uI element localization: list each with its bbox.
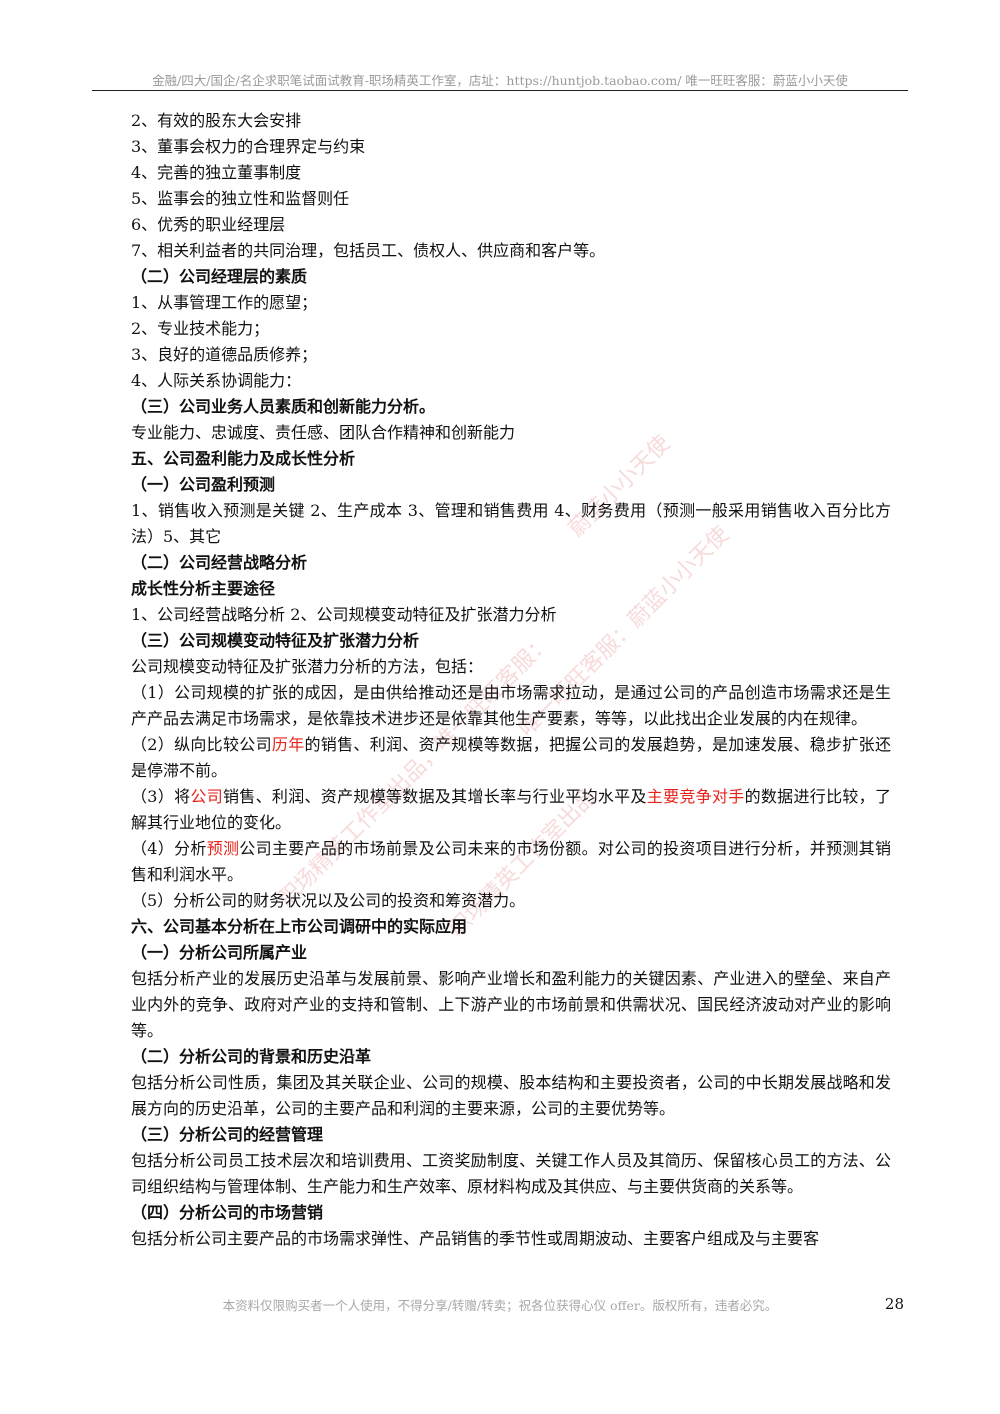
section-heading: （四）分析公司的市场营销 bbox=[131, 1203, 324, 1222]
list-item: 2、有效的股东大会安排 bbox=[131, 111, 302, 130]
text-span: 的数据进行比较，了解其行业地位的变化。 bbox=[131, 787, 891, 832]
paragraph: （1）公司规模的扩张的成因，是由供给推动还是由市场需求拉动，是通过公司的产品创造… bbox=[131, 683, 891, 728]
paragraph: 包括分析公司员工技术层次和培训费用、工资奖励制度、关键工作人员及其简历、保留核心… bbox=[131, 1151, 891, 1196]
paragraph: 包括分析公司性质，集团及其关联企业、公司的规模、股本结构和主要投资者，公司的中长… bbox=[131, 1073, 891, 1118]
text-span: （4）分析 bbox=[131, 839, 207, 858]
list-item: 6、优秀的职业经理层 bbox=[131, 215, 286, 234]
highlight-text: 公司 bbox=[190, 787, 223, 806]
section-heading: （一）分析公司所属产业 bbox=[131, 943, 308, 962]
page-footer: 本资料仅限购买者一个人使用，不得分享/转赠/转卖；祝各位获得心仪 offer。版… bbox=[222, 1298, 778, 1313]
list-item: 4、人际关系协调能力： bbox=[131, 371, 302, 390]
text-span: 销售、利润、资产规模等数据及其增长率与行业平均水平及 bbox=[223, 787, 647, 806]
chapter-heading: 五、公司盈利能力及成长性分析 bbox=[131, 449, 356, 468]
paragraph: （2）纵向比较公司历年的销售、利润、资产规模等数据，把握公司的发展趋势，是加速发… bbox=[131, 732, 891, 784]
paragraph: （3）将公司销售、利润、资产规模等数据及其增长率与行业平均水平及主要竞争对手的数… bbox=[131, 784, 891, 836]
paragraph: （5）分析公司的财务状况以及公司的投资和筹资潜力。 bbox=[131, 891, 526, 910]
text-span: （3）将 bbox=[131, 787, 191, 806]
page-header: 金融/四大/国企/名企求职笔试面试教育-职场精英工作室，店址：https://h… bbox=[92, 70, 908, 91]
highlight-text: 历年 bbox=[271, 735, 305, 754]
paragraph: 1、销售收入预测是关键 2、生产成本 3、管理和销售费用 4、财务费用（预测一般… bbox=[131, 501, 891, 546]
section-heading: （二）分析公司的背景和历史沿革 bbox=[131, 1047, 372, 1066]
section-heading: （三）公司规模变动特征及扩张潜力分析 bbox=[131, 631, 420, 650]
list-item: 3、董事会权力的合理界定与约束 bbox=[131, 137, 366, 156]
list-item: 3、良好的道德品质修养； bbox=[131, 345, 318, 364]
section-heading: （二）公司经营战略分析 bbox=[131, 553, 308, 572]
list-item: 5、监事会的独立性和监督则任 bbox=[131, 189, 350, 208]
document-body: 2、有效的股东大会安排 3、董事会权力的合理界定与约束 4、完善的独立董事制度 … bbox=[131, 108, 891, 1252]
list-item: 7、相关利益者的共同治理，包括员工、债权人、供应商和客户等。 bbox=[131, 241, 606, 260]
list-item: 4、完善的独立董事制度 bbox=[131, 163, 302, 182]
chapter-heading: 六、公司基本分析在上市公司调研中的实际应用 bbox=[131, 917, 468, 936]
page-number: 28 bbox=[884, 1295, 904, 1313]
highlight-text: 主要竞争对手 bbox=[646, 787, 745, 806]
text-span: 公司主要产品的市场前景及公司未来的市场份额。对公司的投资项目进行分析，并预测其销… bbox=[131, 839, 891, 884]
text-span: （2）纵向比较公司 bbox=[131, 735, 272, 754]
paragraph: （4）分析预测公司主要产品的市场前景及公司未来的市场份额。对公司的投资项目进行分… bbox=[131, 836, 891, 888]
paragraph: 包括分析公司主要产品的市场需求弹性、产品销售的季节性或周期波动、主要客户组成及与… bbox=[131, 1229, 820, 1248]
text-span: 的销售、利润、资产规模等数据，把握公司的发展趋势，是加速发展、稳步扩张还是停滞不… bbox=[131, 735, 891, 780]
section-heading: （三）公司业务人员素质和创新能力分析。 bbox=[131, 397, 436, 416]
paragraph: 专业能力、忠诚度、责任感、团队合作精神和创新能力 bbox=[131, 423, 516, 442]
paragraph: 公司规模变动特征及扩张潜力分析的方法，包括： bbox=[131, 657, 484, 676]
paragraph: 1、公司经营战略分析 2、公司规模变动特征及扩张潜力分析 bbox=[131, 605, 557, 624]
subsection-heading: 成长性分析主要途径 bbox=[131, 579, 276, 598]
section-heading: （一）公司盈利预测 bbox=[131, 475, 276, 494]
paragraph: 包括分析产业的发展历史沿革与发展前景、影响产业增长和盈利能力的关键因素、产业进入… bbox=[131, 969, 891, 1040]
section-heading: （二）公司经理层的素质 bbox=[131, 267, 308, 286]
list-item: 1、从事管理工作的愿望； bbox=[131, 293, 318, 312]
section-heading: （三）分析公司的经营管理 bbox=[131, 1125, 324, 1144]
highlight-text: 预测 bbox=[206, 839, 240, 858]
list-item: 2、专业技术能力； bbox=[131, 319, 270, 338]
